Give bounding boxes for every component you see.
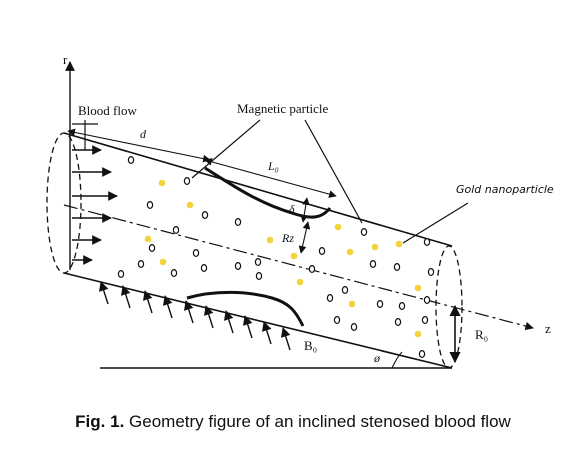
field-arrow	[243, 315, 253, 339]
magnetic-particle	[360, 228, 368, 237]
blood-flow-label: Blood flow	[78, 103, 137, 118]
tube-left-end	[46, 132, 82, 274]
magnetic-particle	[200, 264, 208, 273]
field-arrow	[99, 281, 109, 305]
r-axis-label: r	[63, 52, 68, 67]
z-axis	[63, 204, 534, 331]
magnetic-particle	[201, 211, 209, 220]
gold-nanoparticle	[296, 278, 304, 286]
l0-label: L₀	[267, 159, 279, 173]
gold-nanoparticle	[334, 223, 342, 231]
magnetic-particle	[308, 265, 316, 274]
gold-nanoparticle	[371, 243, 379, 251]
magnetic-particle	[418, 350, 426, 359]
magnetic-particle	[137, 260, 145, 269]
magnetic-particle	[341, 286, 349, 295]
magnetic-particle	[183, 177, 191, 186]
geometry-diagram: r z Blood flow B₀ d L₀	[46, 52, 554, 369]
gold-nanoparticle	[414, 330, 422, 338]
field-arrow	[143, 290, 153, 314]
magnetic-particle	[369, 260, 377, 269]
gold-nanoparticle-label: Gold nanoparticle	[456, 183, 554, 196]
magnetic-particle	[318, 247, 326, 256]
rz-label: Rz	[281, 231, 294, 245]
tube-upper-wall	[63, 132, 453, 247]
z-axis-label: z	[545, 321, 551, 336]
field-arrow	[204, 305, 214, 329]
magnetic-particle	[117, 270, 125, 279]
field-arrow	[224, 310, 234, 334]
gold-pointer	[402, 202, 469, 244]
magnetic-particle	[192, 249, 200, 258]
gold-nanoparticle	[395, 240, 403, 248]
magnetic-particle	[170, 269, 178, 278]
magnetic-particle	[148, 244, 156, 253]
magnetic-particle	[393, 263, 401, 272]
delta-label: δ	[289, 202, 295, 216]
gold-nanoparticle	[144, 235, 152, 243]
delta-dimension	[300, 197, 310, 223]
figure-caption: Fig. 1. Geometry figure of an inclined s…	[0, 412, 586, 432]
magnetic-particle	[255, 272, 263, 281]
field-arrow	[281, 327, 291, 351]
r0-label: R₀	[475, 327, 488, 342]
gold-nanoparticle	[266, 236, 274, 244]
l0-dimension	[204, 158, 337, 198]
gold-nanoparticle	[290, 252, 298, 260]
magnetic-particle	[427, 268, 435, 277]
magnetic-particle	[376, 300, 384, 309]
lower-stenosis	[186, 290, 305, 327]
gold-nanoparticle	[346, 248, 354, 256]
inclination-arc	[391, 351, 403, 369]
magnetic-particle	[423, 296, 431, 305]
magnetic-particle	[326, 294, 334, 303]
magnetic-particle	[394, 318, 402, 327]
magnetic-pointer-right	[304, 119, 363, 224]
magnetic-field-arrows	[99, 281, 291, 351]
magnetic-particle	[398, 302, 406, 311]
tube-lower-wall	[63, 272, 453, 369]
magnetic-particle	[254, 258, 262, 267]
b0-label: B₀	[304, 338, 317, 353]
field-arrow	[262, 321, 272, 345]
magnetic-particle	[146, 201, 154, 210]
magnetic-particle	[333, 316, 341, 325]
caption-label: Fig. 1.	[75, 412, 125, 431]
caption-text: Geometry figure of an inclined stenosed …	[129, 412, 511, 431]
magnetic-particle	[234, 262, 242, 271]
gold-nanoparticle	[186, 201, 194, 209]
field-arrow	[121, 285, 131, 309]
gold-nanoparticle	[348, 300, 356, 308]
magnetic-pointer-left	[191, 119, 261, 179]
magnetic-particle-label: Magnetic particle	[237, 101, 329, 116]
d-label: d	[140, 127, 147, 141]
gold-nanoparticle	[158, 179, 166, 187]
field-arrow	[184, 300, 194, 324]
magnetic-particle	[423, 238, 431, 247]
tube-right-end	[435, 245, 463, 369]
d-dimension	[67, 128, 211, 163]
gold-nanoparticle	[159, 258, 167, 266]
magnetic-particle	[234, 218, 242, 227]
rz-dimension	[298, 221, 311, 254]
particles	[117, 156, 435, 359]
gold-nanoparticle	[414, 284, 422, 292]
magnetic-particle	[350, 323, 358, 332]
magnetic-particle	[172, 226, 180, 235]
phi-label: ø	[373, 351, 381, 365]
magnetic-particle	[127, 156, 135, 165]
magnetic-particle	[421, 316, 429, 325]
field-arrow	[163, 295, 173, 319]
